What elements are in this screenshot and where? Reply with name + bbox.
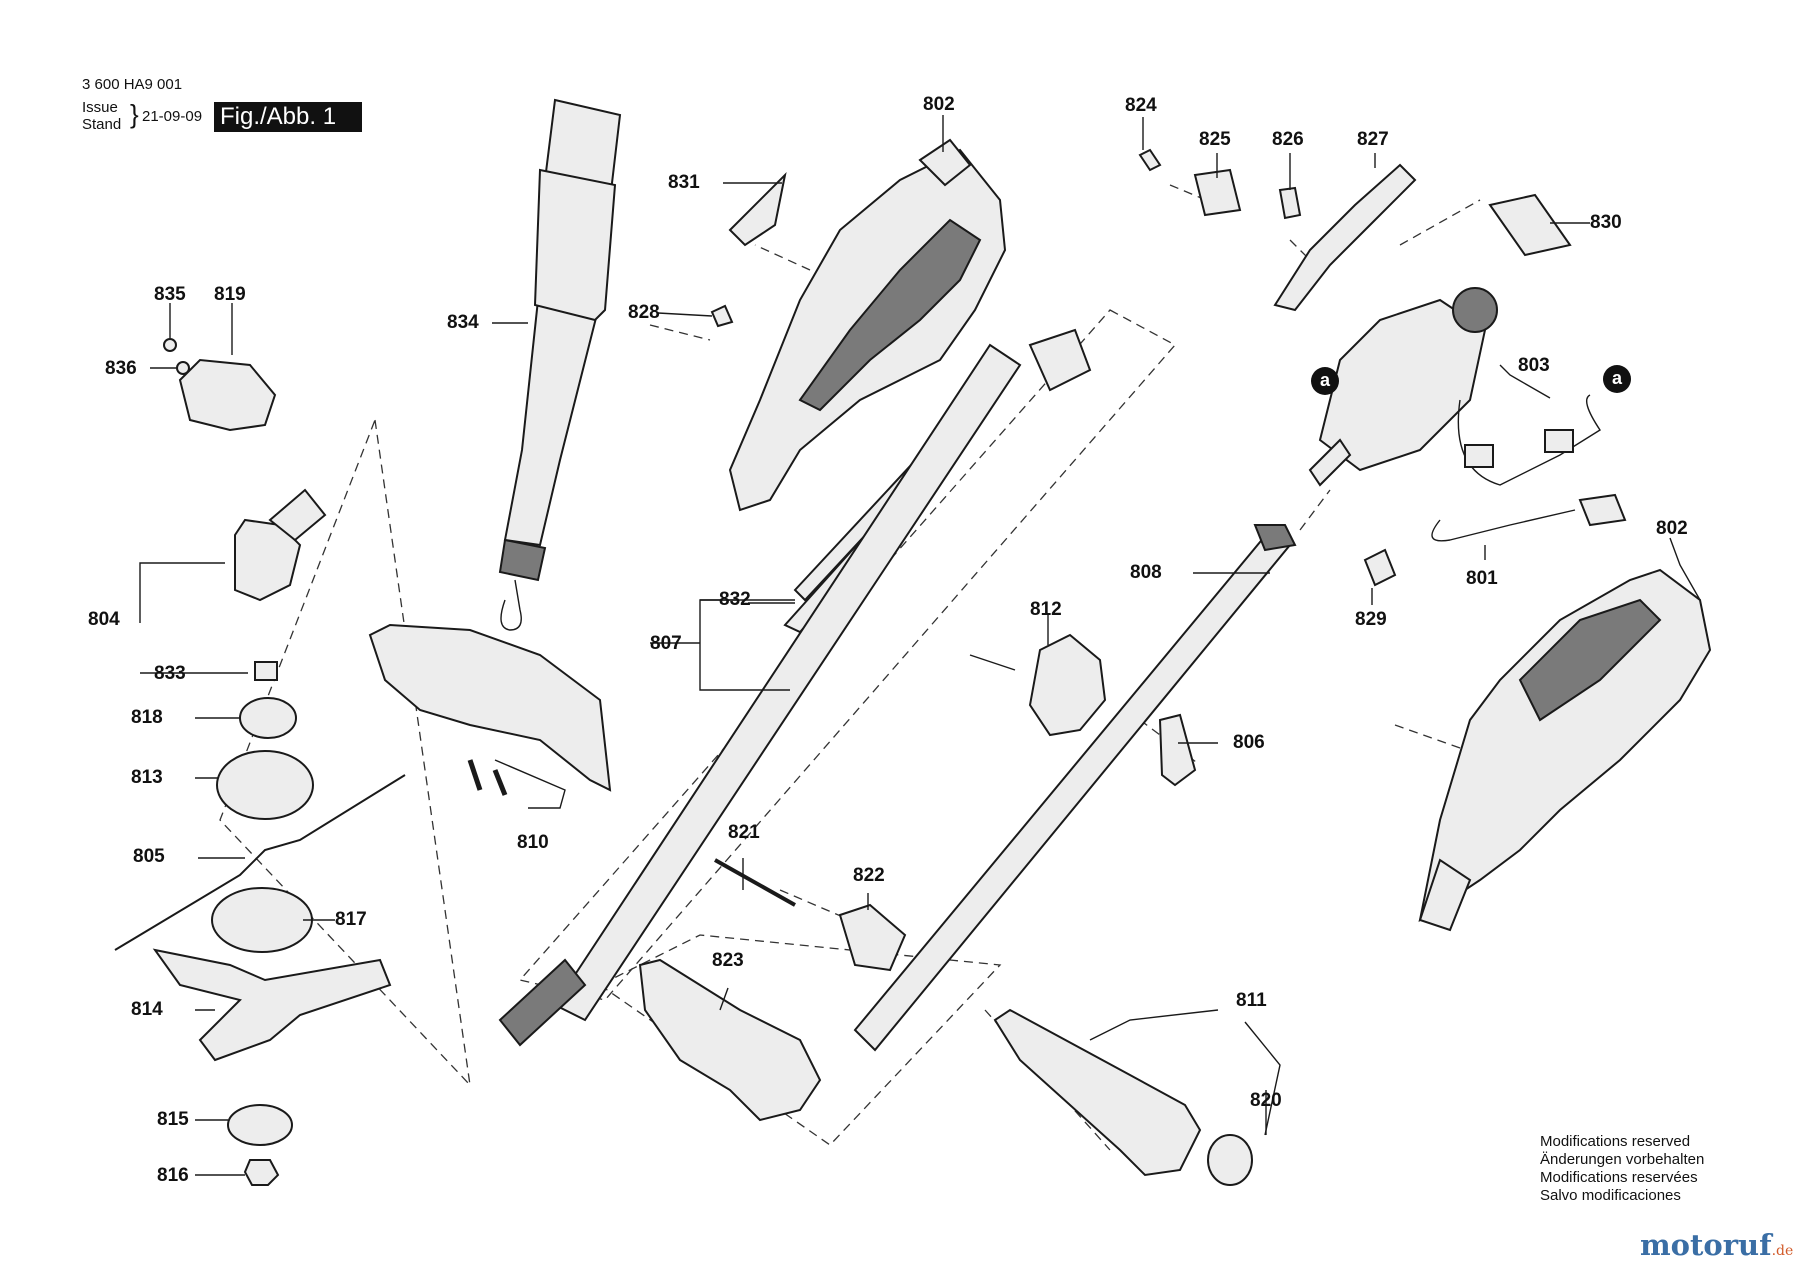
- part-802-housing-half-left: [728, 138, 1007, 512]
- part-804-shaft-stub: [268, 488, 327, 542]
- callout-836: 836: [105, 358, 137, 379]
- part-835-screw: [163, 338, 177, 352]
- part-824-screw: [1138, 148, 1162, 172]
- callout-816: 816: [157, 1165, 189, 1186]
- note-line: Salvo modificaciones: [1540, 1187, 1681, 1204]
- part-808-tube: [853, 524, 1297, 1052]
- part-802-housing-half-right: [1418, 568, 1712, 932]
- callout-818: 818: [131, 707, 163, 728]
- note-line: Änderungen vorbehalten: [1540, 1151, 1705, 1168]
- callout-829: 829: [1355, 609, 1387, 630]
- callout-leaders: [139, 115, 1701, 1176]
- callout-819: 819: [214, 284, 246, 305]
- callout-820: 820: [1250, 1090, 1282, 1111]
- part-817-spool-base: [211, 887, 313, 953]
- part-825-button: [1193, 168, 1242, 217]
- part-818-spool-cap: [239, 697, 297, 739]
- callout-815: 815: [157, 1109, 189, 1130]
- issue-date: 21-09-09: [142, 108, 203, 125]
- callout-824: 824: [1125, 95, 1157, 116]
- part-821-bolt: [714, 858, 796, 907]
- watermark-logo: motoruf.de: [1640, 1228, 1793, 1262]
- part-806-catch: [1158, 713, 1197, 787]
- callout-814: 814: [131, 999, 163, 1020]
- callout-802-right: 802: [1656, 518, 1688, 539]
- callout-834: 834: [447, 312, 479, 333]
- note-line: Modifications reservées: [1540, 1169, 1698, 1186]
- part-827-lever: [1273, 163, 1417, 312]
- part-803-motor: [1308, 287, 1498, 487]
- callout-832: 832: [719, 589, 751, 610]
- part-814-blade: [152, 948, 392, 1062]
- callout-817: 817: [335, 909, 367, 930]
- part-812-handle-clip: [969, 633, 1107, 737]
- part-811-grip: [993, 1008, 1202, 1177]
- callout-808: 808: [1130, 562, 1162, 583]
- callout-805: 805: [133, 846, 165, 867]
- callout-822: 822: [853, 865, 885, 886]
- document-number: 3 600 HA9 001: [82, 76, 183, 93]
- callout-830: 830: [1590, 212, 1622, 233]
- callout-825: 825: [1199, 129, 1231, 150]
- connection-mark-left: a: [1311, 367, 1339, 395]
- part-834-strap: [498, 98, 622, 631]
- watermark-tld: .de: [1771, 1243, 1794, 1259]
- part-804-gear-head: [234, 518, 302, 602]
- part-836-washer: [176, 361, 190, 375]
- callout-807: 807: [650, 633, 682, 654]
- part-820-end-cap: [1207, 1134, 1253, 1186]
- part-829-clamp: [1363, 548, 1397, 587]
- callout-823: 823: [712, 950, 744, 971]
- callout-804: 804: [88, 609, 120, 630]
- connection-mark-right: a: [1603, 365, 1631, 393]
- callout-826: 826: [1272, 129, 1304, 150]
- callout-806: 806: [1233, 732, 1265, 753]
- part-831-label: [728, 171, 787, 247]
- callout-810: 810: [517, 832, 549, 853]
- part-807-shaft: [498, 328, 1092, 1047]
- part-813-spool: [216, 750, 314, 820]
- callout-828: 828: [628, 302, 660, 323]
- callout-835: 835: [154, 284, 186, 305]
- callout-827: 827: [1357, 129, 1389, 150]
- issue-label: Issue: [82, 99, 118, 116]
- part-833-bushing: [254, 661, 278, 681]
- part-805-line: [114, 774, 406, 951]
- part-828-screw: [710, 304, 734, 328]
- part-810-guard: [368, 623, 612, 796]
- callout-801: 801: [1466, 568, 1498, 589]
- part-819-head-cover: [178, 358, 277, 432]
- part-815-washer: [227, 1104, 293, 1146]
- callout-812: 812: [1030, 599, 1062, 620]
- part-816-nut: [243, 1159, 280, 1186]
- part-822-knob: [838, 903, 907, 972]
- part-801-cable: [1431, 394, 1627, 542]
- bracket-glyph: }: [130, 99, 139, 129]
- callout-811: 811: [1236, 990, 1267, 1011]
- watermark-name: motoruf: [1640, 1228, 1772, 1262]
- modification-notes: Modifications reserved Änderungen vorbeh…: [1540, 1133, 1704, 1205]
- callout-813: 813: [131, 767, 163, 788]
- callout-803: 803: [1518, 355, 1550, 376]
- callout-821: 821: [728, 822, 760, 843]
- part-826-spring: [1278, 186, 1302, 220]
- figure-label: Fig./Abb. 1: [214, 102, 362, 132]
- callout-802-top: 802: [923, 94, 955, 115]
- callout-831: 831: [668, 172, 700, 193]
- stand-label: Stand: [82, 116, 122, 133]
- note-line: Modifications reserved: [1540, 1133, 1691, 1150]
- part-823-front-handle: [638, 958, 822, 1122]
- part-830-plate: [1488, 193, 1572, 257]
- callout-833: 833: [154, 663, 186, 684]
